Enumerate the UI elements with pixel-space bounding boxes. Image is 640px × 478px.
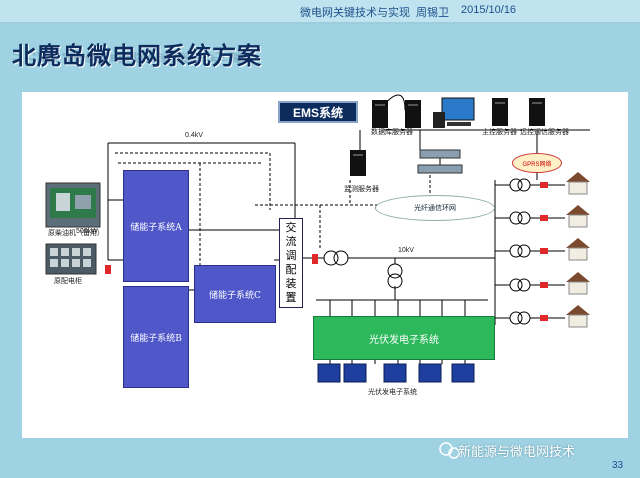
storage-a-label: 储能子系统A — [130, 222, 182, 233]
header-course: 微电网关键技术与实现 — [300, 6, 410, 19]
diesel-power-label: 500kW — [76, 228, 98, 235]
ac-char: 交 — [285, 221, 297, 234]
bus-04kv-label: 0.4kV — [185, 132, 203, 139]
ac-char: 置 — [285, 291, 297, 304]
pv-generation-subsystem: 光伏发电子系统 — [313, 316, 495, 360]
ems-system-box: EMS系统 — [278, 101, 358, 123]
storage-subsystem-c: 储能子系统C — [194, 265, 276, 323]
gprs-network: GPRS网络 — [512, 153, 562, 173]
page-number: 33 — [612, 460, 624, 471]
ac-char: 装 — [285, 277, 297, 290]
header-author: 周锡卫 — [416, 6, 449, 19]
diesel-label: 原柴油机（备用） — [48, 229, 104, 237]
main-server-label: 主控服务器 — [482, 128, 517, 136]
db-server-label: 数据库服务器 — [371, 128, 413, 136]
monitor-server-label: 监测服务器 — [344, 185, 379, 193]
dist-cabinet-label: 原配电柜 — [54, 277, 82, 285]
storage-subsystem-a: 储能子系统A — [123, 170, 189, 282]
header-date: 2015/10/16 — [461, 4, 517, 16]
top-decoration — [0, 0, 640, 24]
storage-subsystem-b: 储能子系统B — [123, 286, 189, 388]
watermark: 新能源与微电网技术 — [458, 445, 576, 460]
fiber-ring-network: 光纤通信环网 — [375, 195, 495, 221]
remote-server-label: 远控通信服务器 — [520, 128, 569, 136]
ac-char: 流 — [285, 235, 297, 248]
ac-char: 配 — [285, 263, 297, 276]
ac-char: 调 — [285, 249, 297, 262]
bus-10kv-label: 10kV — [398, 247, 414, 254]
storage-c-label: 储能子系统C — [209, 290, 261, 301]
storage-b-label: 储能子系统B — [130, 333, 182, 344]
ac-distribution-device: 交 流 调 配 装 置 — [279, 218, 303, 308]
pv-caption: 光伏发电子系统 — [368, 388, 417, 396]
slide-title: 北麂岛微电网系统方案 — [12, 41, 262, 70]
